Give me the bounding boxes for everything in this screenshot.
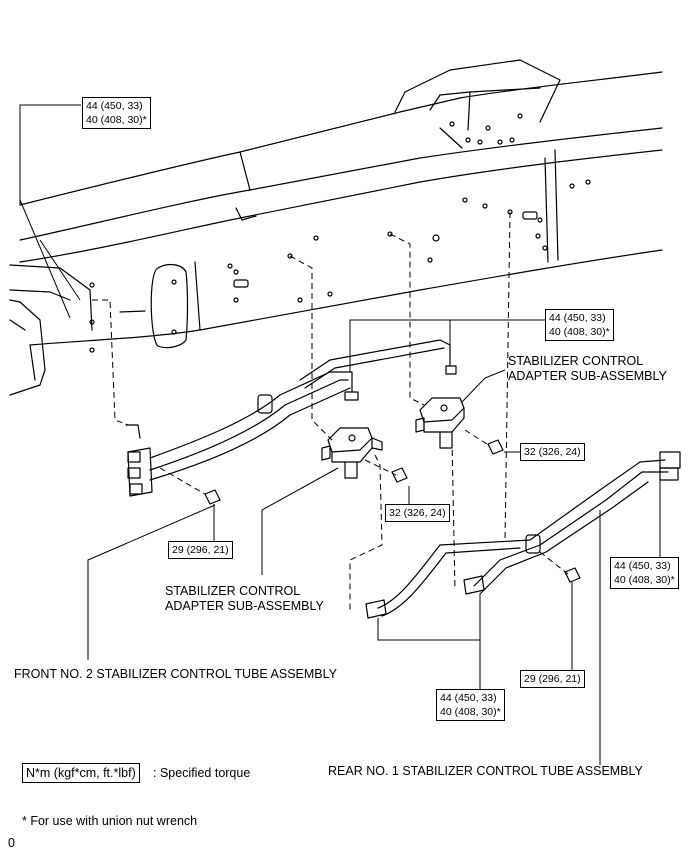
torque-callout-rear-end: 44 (450, 33) 40 (408, 30)* <box>610 557 679 589</box>
footnote: * For use with union nut wrench <box>22 814 198 828</box>
torque-callout-rear-clamp-bolt: 29 (296, 21) <box>520 670 585 688</box>
front-tube-lines <box>125 339 457 497</box>
frame-cross-member <box>9 59 663 396</box>
adapter-right-drawing <box>415 397 465 449</box>
torque-callout-top-left: 44 (450, 33) 40 (408, 30)* <box>82 97 151 129</box>
frame-holes <box>89 113 591 353</box>
torque-callout-adapter-bolt-left: 32 (326, 24) <box>385 504 450 522</box>
label-rear-tube: REAR NO. 1 STABILIZER CONTROL TUBE ASSEM… <box>328 764 643 778</box>
bolts <box>204 439 581 583</box>
dashed-guides <box>92 211 569 612</box>
figure-code: 0 <box>8 836 15 850</box>
label-adapter-right: STABILIZER CONTROL ADAPTER SUB-ASSEMBLY <box>508 354 667 383</box>
rear-tube-lines <box>365 451 681 619</box>
leader-lines <box>19 104 661 765</box>
torque-callout-upper-right: 44 (450, 33) 40 (408, 30)* <box>545 309 614 341</box>
torque-callout-adapter-bolt-right: 32 (326, 24) <box>520 443 585 461</box>
torque-callout-rear-unions: 44 (450, 33) 40 (408, 30)* <box>436 689 505 721</box>
label-adapter-left: STABILIZER CONTROL ADAPTER SUB-ASSEMBLY <box>165 584 324 613</box>
adapter-left-drawing <box>321 427 383 479</box>
label-front-tube: FRONT NO. 2 STABILIZER CONTROL TUBE ASSE… <box>14 667 337 681</box>
legend-units-box: N*m (kgf*cm, ft.*lbf) <box>22 763 140 783</box>
legend-meaning: : Specified torque <box>153 766 251 780</box>
torque-callout-front-clamp-bolt: 29 (296, 21) <box>168 541 233 559</box>
